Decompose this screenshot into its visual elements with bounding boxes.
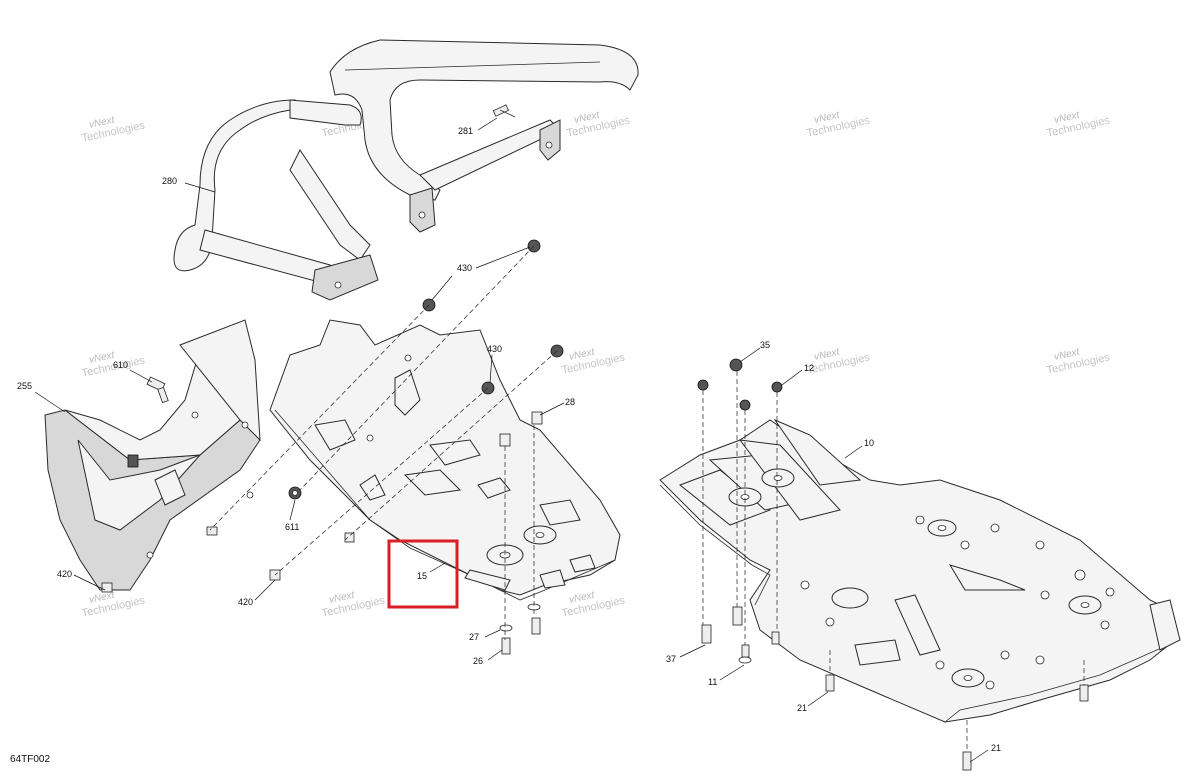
part-label[interactable]: 610	[113, 360, 128, 370]
part-labels: 280 281 430 430 610 255 611 420 420 28 1…	[17, 126, 1001, 753]
watermark: vNext Technologies	[561, 347, 627, 377]
svg-text:vNext: vNext	[328, 590, 356, 606]
bolt-37[interactable]	[701, 606, 743, 644]
part-label[interactable]: 37	[666, 654, 676, 664]
svg-text:vNext: vNext	[88, 350, 116, 366]
bolt-26[interactable]	[501, 617, 541, 655]
part-label[interactable]: 35	[760, 340, 770, 350]
part-label[interactable]: 15	[417, 571, 427, 581]
part-label[interactable]: 11	[708, 677, 717, 687]
part-label[interactable]: 12	[804, 363, 814, 373]
svg-text:vNext: vNext	[568, 590, 596, 606]
watermark: vNext Technologies	[1046, 347, 1112, 377]
part-label[interactable]: 27	[469, 632, 479, 642]
part-label[interactable]: 430	[487, 344, 502, 354]
assembly-lines	[209, 245, 1085, 752]
svg-text:vNext: vNext	[573, 110, 601, 126]
svg-text:vNext: vNext	[813, 347, 841, 363]
svg-text:vNext: vNext	[813, 110, 841, 126]
watermark: vNext Technologies	[81, 115, 147, 145]
svg-text:vNext: vNext	[568, 347, 596, 363]
washer-27[interactable]	[499, 603, 541, 632]
watermark: vNext Technologies	[321, 590, 387, 620]
bolt-281[interactable]	[492, 104, 516, 118]
part-label[interactable]: 28	[565, 397, 575, 407]
svg-text:vNext: vNext	[1053, 347, 1081, 363]
part-label[interactable]: 611	[285, 522, 299, 532]
part-label[interactable]: 26	[473, 656, 483, 666]
part-label[interactable]: 280	[162, 176, 177, 186]
part-label[interactable]: 420	[57, 569, 72, 579]
nut-12[interactable]	[739, 381, 783, 411]
part-label[interactable]: 21	[797, 703, 807, 713]
watermark: vNext Technologies	[1046, 110, 1112, 140]
svg-text:vNext: vNext	[1053, 110, 1081, 126]
part-label[interactable]: 281	[458, 126, 473, 136]
nut-611[interactable]	[288, 486, 302, 500]
diagram-code: 64TF002	[10, 754, 51, 765]
skid-plate-15[interactable]	[269, 319, 621, 601]
nut-35[interactable]	[697, 358, 743, 391]
svg-text:vNext: vNext	[88, 590, 116, 606]
part-label[interactable]: 10	[864, 438, 874, 448]
highlight-box	[387, 539, 459, 609]
skid-plate-10[interactable]	[659, 418, 1181, 723]
part-label[interactable]: 255	[17, 381, 32, 391]
part-label[interactable]: 21	[991, 743, 1001, 753]
stud-610[interactable]	[146, 376, 169, 404]
svg-text:vNext: vNext	[88, 115, 116, 131]
watermark: vNext Technologies	[561, 590, 627, 620]
watermark: vNext Technologies	[806, 110, 872, 140]
bracket-255[interactable]	[44, 319, 261, 591]
bolt-11[interactable]	[738, 631, 780, 664]
watermark: vNext Technologies	[566, 110, 632, 140]
bumper-frame-280[interactable]	[173, 39, 639, 301]
leader-lines	[34, 117, 989, 763]
part-label[interactable]: 430	[457, 263, 472, 273]
nut[interactable]	[127, 454, 139, 468]
part-label[interactable]: 420	[238, 597, 253, 607]
